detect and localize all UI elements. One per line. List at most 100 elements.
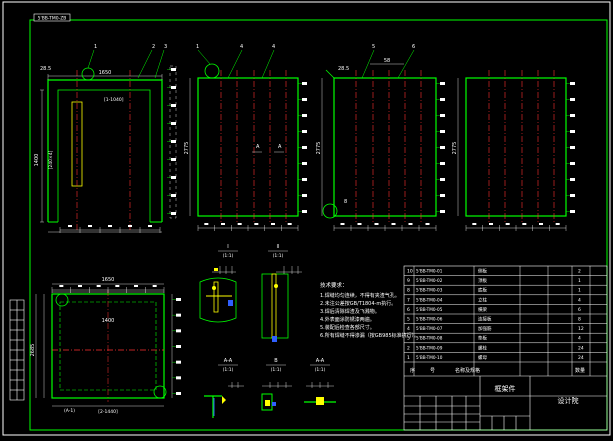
bom-row-code: 5'BB-TM0-09 — [416, 345, 443, 350]
bom-row-index: 1 — [407, 355, 410, 361]
side-c-right-tick-marks — [566, 82, 575, 213]
note-line-5: 5.装配后检查各部尺寸。 — [320, 324, 375, 331]
notes-title: 技术要求： — [320, 281, 348, 289]
bom-row-index: 5 — [407, 317, 410, 323]
detail-ii-scale: (1:1) — [273, 253, 284, 259]
front-left-dim: 28.5 — [40, 66, 51, 72]
outer-frame — [2, 1, 611, 436]
note-line-4: 4.外表面涂防锈漆两遍。 — [320, 316, 375, 323]
bom-row-qty: 24 — [578, 355, 584, 361]
detail-ii — [261, 273, 289, 342]
bom-row-index: 9 — [407, 278, 410, 284]
note-line-3: 3.焊后清除焊渣及飞溅物。 — [320, 308, 380, 315]
detail-b-label: B — [274, 358, 278, 364]
side-a-label-extra: 4 — [272, 44, 275, 50]
detail-i — [199, 277, 237, 323]
bom-row-code: 5'BB-TM0-06 — [416, 317, 443, 322]
bom-row-name: 螺栓 — [478, 344, 487, 351]
side-view-a — [189, 63, 299, 222]
detail-a-a-right-scale: (1:1) — [315, 367, 326, 373]
detail-i-top-dims — [212, 266, 236, 274]
bom-header-code: 号 — [430, 368, 435, 374]
inner-border — [29, 19, 608, 431]
front-height-dim: 1400 — [34, 154, 40, 167]
bom-row-index: 10 — [407, 269, 413, 275]
bom-row-index: 7 — [407, 297, 410, 303]
bom-row-name: 连接板 — [478, 316, 492, 323]
bom-row-qty: 8 — [578, 317, 581, 323]
note-line-2: 2.未注公差按GB/T1804-m执行。 — [320, 300, 396, 307]
side-b-label-5: 5 — [372, 44, 375, 50]
bom-row-index: 6 — [407, 307, 410, 313]
bom-row-name: 加强筋 — [478, 325, 492, 332]
note-line-6: 6.所有焊缝不得渗漏（按GB985标准执行）。 — [320, 332, 419, 339]
bom-row-code: 5'BB-TM0-05 — [416, 307, 443, 312]
plan-top-dim-chain — [51, 285, 165, 293]
side-b-height-dim: 2775 — [316, 142, 322, 155]
bom-row-index: 2 — [407, 345, 410, 351]
bom-row-qty: 12 — [578, 326, 584, 332]
front-top-label-2: 2 — [152, 44, 155, 50]
bom-row-code: 5'BB-TM0-01 — [416, 269, 443, 274]
binding-strip — [9, 299, 25, 401]
bom-row-qty: 4 — [578, 297, 581, 303]
bom-row-name: 侧板 — [478, 268, 487, 275]
bom-row-name: 顶板 — [478, 277, 487, 284]
front-width-dim: 1650 — [99, 70, 112, 76]
bom-row-qty: 4 — [578, 336, 581, 342]
bom-header-name: 名称及规格 — [455, 367, 480, 374]
side-a-bottom-dim-chain — [197, 223, 299, 231]
side-b-label-6: 6 — [412, 44, 415, 50]
front-inner-label: [1-1040] — [104, 97, 124, 103]
side-a-label-4: 4 — [240, 44, 243, 50]
side-a-right-tick-marks — [298, 82, 307, 213]
bom-row-code: 5'BB-TM0-02 — [416, 278, 443, 283]
plan-side-tick-marks — [172, 298, 181, 395]
detail-a-a-right-label: A-A — [316, 358, 325, 364]
bom-row-code: 5'BB-TM0-08 — [416, 336, 443, 341]
bom-row-name: 垫板 — [478, 335, 487, 342]
detail-a-a-left-label: A-A — [224, 358, 233, 364]
bom-row-index: 8 — [407, 288, 410, 294]
bom-row-qty: 6 — [578, 307, 581, 313]
detail-a-a-left-scale: (1:1) — [223, 367, 234, 373]
bom-row-name: 螺母 — [478, 354, 487, 361]
side-view-c — [457, 70, 567, 222]
side-c-bottom-dim-chain — [465, 223, 567, 231]
plan-corner-label: (A-1) — [64, 408, 75, 414]
plan-width-dim: 1650 — [102, 277, 115, 283]
side-a-label-1: 1 — [196, 44, 199, 50]
bom-row-code: 5'BB-TM0-03 — [416, 288, 443, 293]
side-a-section-mark-right: A — [278, 144, 282, 150]
plan-view — [35, 283, 173, 407]
side-c-height-dim: 2775 — [452, 142, 458, 155]
detail-ii-top-dims — [276, 266, 302, 274]
bom-row-qty: 1 — [578, 278, 581, 284]
drawing-tag-box — [33, 13, 71, 22]
detail-ii-label: II — [277, 244, 280, 250]
title-part-name: 框架件 — [495, 384, 516, 393]
side-b-right-tick-marks — [436, 82, 445, 213]
bom-row-name: 横梁 — [478, 306, 487, 313]
front-top-label-3: 3 — [164, 44, 167, 50]
side-a-section-mark-left: A — [256, 144, 260, 150]
plan-bottom-label: [2-1440] — [98, 409, 118, 415]
side-a-height-dim: 2775 — [184, 142, 190, 155]
detail-a-a-right — [304, 382, 336, 405]
bom-row-qty: 2 — [578, 269, 581, 275]
side-b-bottom-dim-chain — [333, 223, 437, 231]
side-b-left-dim: 28.5 — [338, 66, 349, 72]
bom-row-index: 4 — [407, 326, 410, 332]
detail-b-scale: (1:1) — [271, 367, 282, 373]
bom-row-code: 5'BB-TM0-04 — [416, 297, 443, 302]
front-vertical-label: [240×4] — [48, 150, 54, 169]
bom-row-code: 5'BB-TM0-07 — [416, 326, 443, 331]
side-b-bubble-label: 8 — [344, 199, 347, 205]
detail-i-label: I — [227, 244, 228, 250]
side-b-top-dim: 58 — [384, 58, 390, 64]
bom-header-index: 序 — [410, 367, 415, 374]
bom-row-name: 底板 — [478, 287, 487, 294]
bom-row-qty: 1 — [578, 288, 581, 294]
